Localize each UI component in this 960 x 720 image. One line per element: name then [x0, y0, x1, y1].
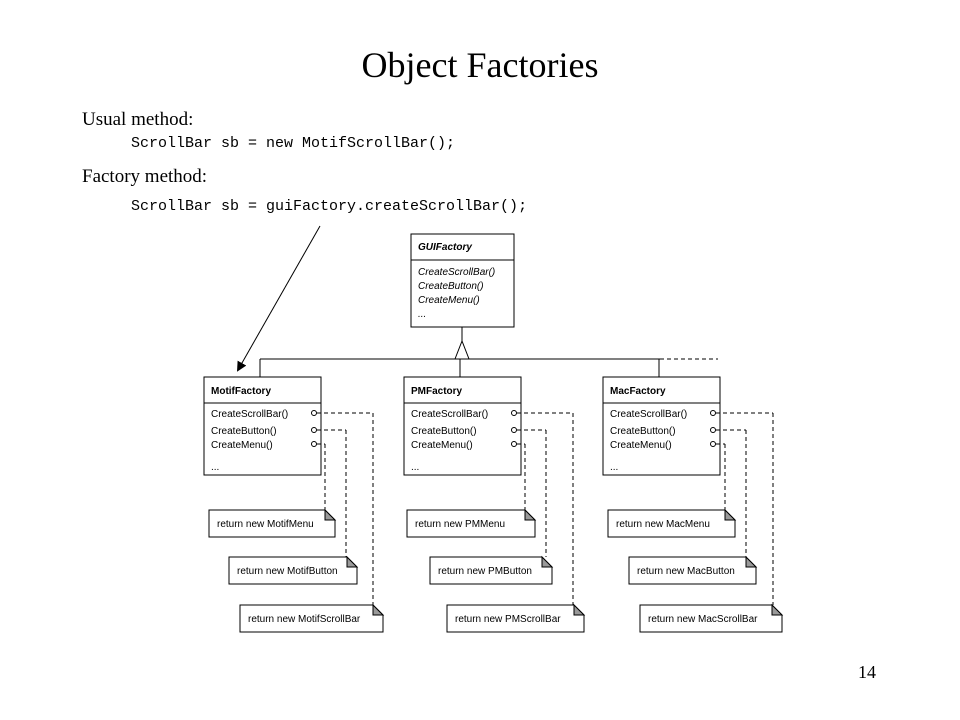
note-fold — [745, 555, 758, 568]
code-note: return new MacScrollBar — [639, 603, 784, 633]
note-fold — [324, 508, 337, 521]
note-text: return new MacButton — [637, 566, 735, 577]
usual-method-label: Usual method: — [82, 109, 194, 130]
association-circle — [311, 427, 317, 433]
concrete-method: CreateMenu() — [411, 440, 473, 451]
note-frame — [228, 556, 358, 585]
pointer-arrow — [237, 225, 321, 372]
concrete-method: CreateScrollBar() — [211, 409, 288, 420]
abstract-method: CreateButton() — [418, 281, 484, 292]
note-fold — [771, 603, 784, 616]
note-frame — [208, 509, 336, 538]
factory-method-code: ScrollBar sb = guiFactory.createScrollBa… — [131, 198, 528, 215]
note-frame — [639, 604, 783, 633]
concrete-method: ... — [610, 462, 618, 473]
note-frame — [239, 604, 384, 633]
note-fold — [346, 555, 359, 568]
note-fold — [372, 603, 385, 616]
concrete-class-name: PMFactory — [411, 386, 463, 397]
concrete-method: CreateMenu() — [211, 440, 273, 451]
note-text: return new PMScrollBar — [455, 614, 561, 625]
note-text: return new MotifScrollBar — [248, 614, 361, 625]
page-number: 14 — [858, 662, 876, 682]
abstract-method: ... — [418, 309, 426, 320]
code-note: return new PMButton — [429, 555, 554, 585]
code-note: return new PMScrollBar — [446, 603, 586, 633]
note-frame — [446, 604, 585, 633]
association-circle — [710, 410, 716, 416]
code-note: return new MotifMenu — [208, 508, 337, 538]
concrete-class-frame — [403, 376, 522, 476]
concrete-method: CreateMenu() — [610, 440, 672, 451]
association-circle — [511, 410, 517, 416]
code-note: return new MotifButton — [228, 555, 359, 585]
concrete-method: ... — [211, 462, 219, 473]
concrete-class-frame — [602, 376, 721, 476]
note-text: return new MacScrollBar — [648, 614, 758, 625]
inheritance-triangle — [454, 339, 470, 360]
association-circle — [311, 410, 317, 416]
factory-method-label: Factory method: — [82, 166, 208, 187]
concrete-class-name: MacFactory — [610, 386, 666, 397]
association-circle — [710, 441, 716, 447]
code-note: return new MacButton — [628, 555, 758, 585]
usual-method-code: ScrollBar sb = new MotifScrollBar(); — [131, 135, 456, 152]
note-fold — [524, 508, 537, 521]
abstract-method: CreateScrollBar() — [418, 267, 495, 278]
note-text: return new MacMenu — [616, 519, 710, 530]
association-circle — [511, 427, 517, 433]
concrete-method: CreateButton() — [411, 426, 477, 437]
abstract-method: CreateMenu() — [418, 295, 480, 306]
concrete-method: ... — [411, 462, 419, 473]
concrete-class-frame — [203, 376, 322, 476]
concrete-method: CreateButton() — [610, 426, 676, 437]
concrete-method: CreateButton() — [211, 426, 277, 437]
note-frame — [628, 556, 757, 585]
code-note: return new PMMenu — [406, 508, 537, 538]
note-frame — [406, 509, 536, 538]
concrete-method: CreateScrollBar() — [610, 409, 687, 420]
association-circle — [710, 427, 716, 433]
code-note: return new MotifScrollBar — [239, 603, 385, 633]
association-circle — [511, 441, 517, 447]
abstract-class-name: GUIFactory — [418, 242, 472, 253]
note-text: return new MotifButton — [237, 566, 338, 577]
code-note: return new MacMenu — [607, 508, 737, 538]
concrete-class-name: MotifFactory — [211, 386, 271, 397]
note-frame — [607, 509, 736, 538]
note-fold — [541, 555, 554, 568]
note-text: return new MotifMenu — [217, 519, 314, 530]
note-text: return new PMMenu — [415, 519, 505, 530]
note-text: return new PMButton — [438, 566, 532, 577]
slide-title: Object Factories — [361, 45, 599, 85]
concrete-method: CreateScrollBar() — [411, 409, 488, 420]
note-fold — [724, 508, 737, 521]
association-circle — [311, 441, 317, 447]
note-frame — [429, 556, 553, 585]
note-fold — [573, 603, 586, 616]
